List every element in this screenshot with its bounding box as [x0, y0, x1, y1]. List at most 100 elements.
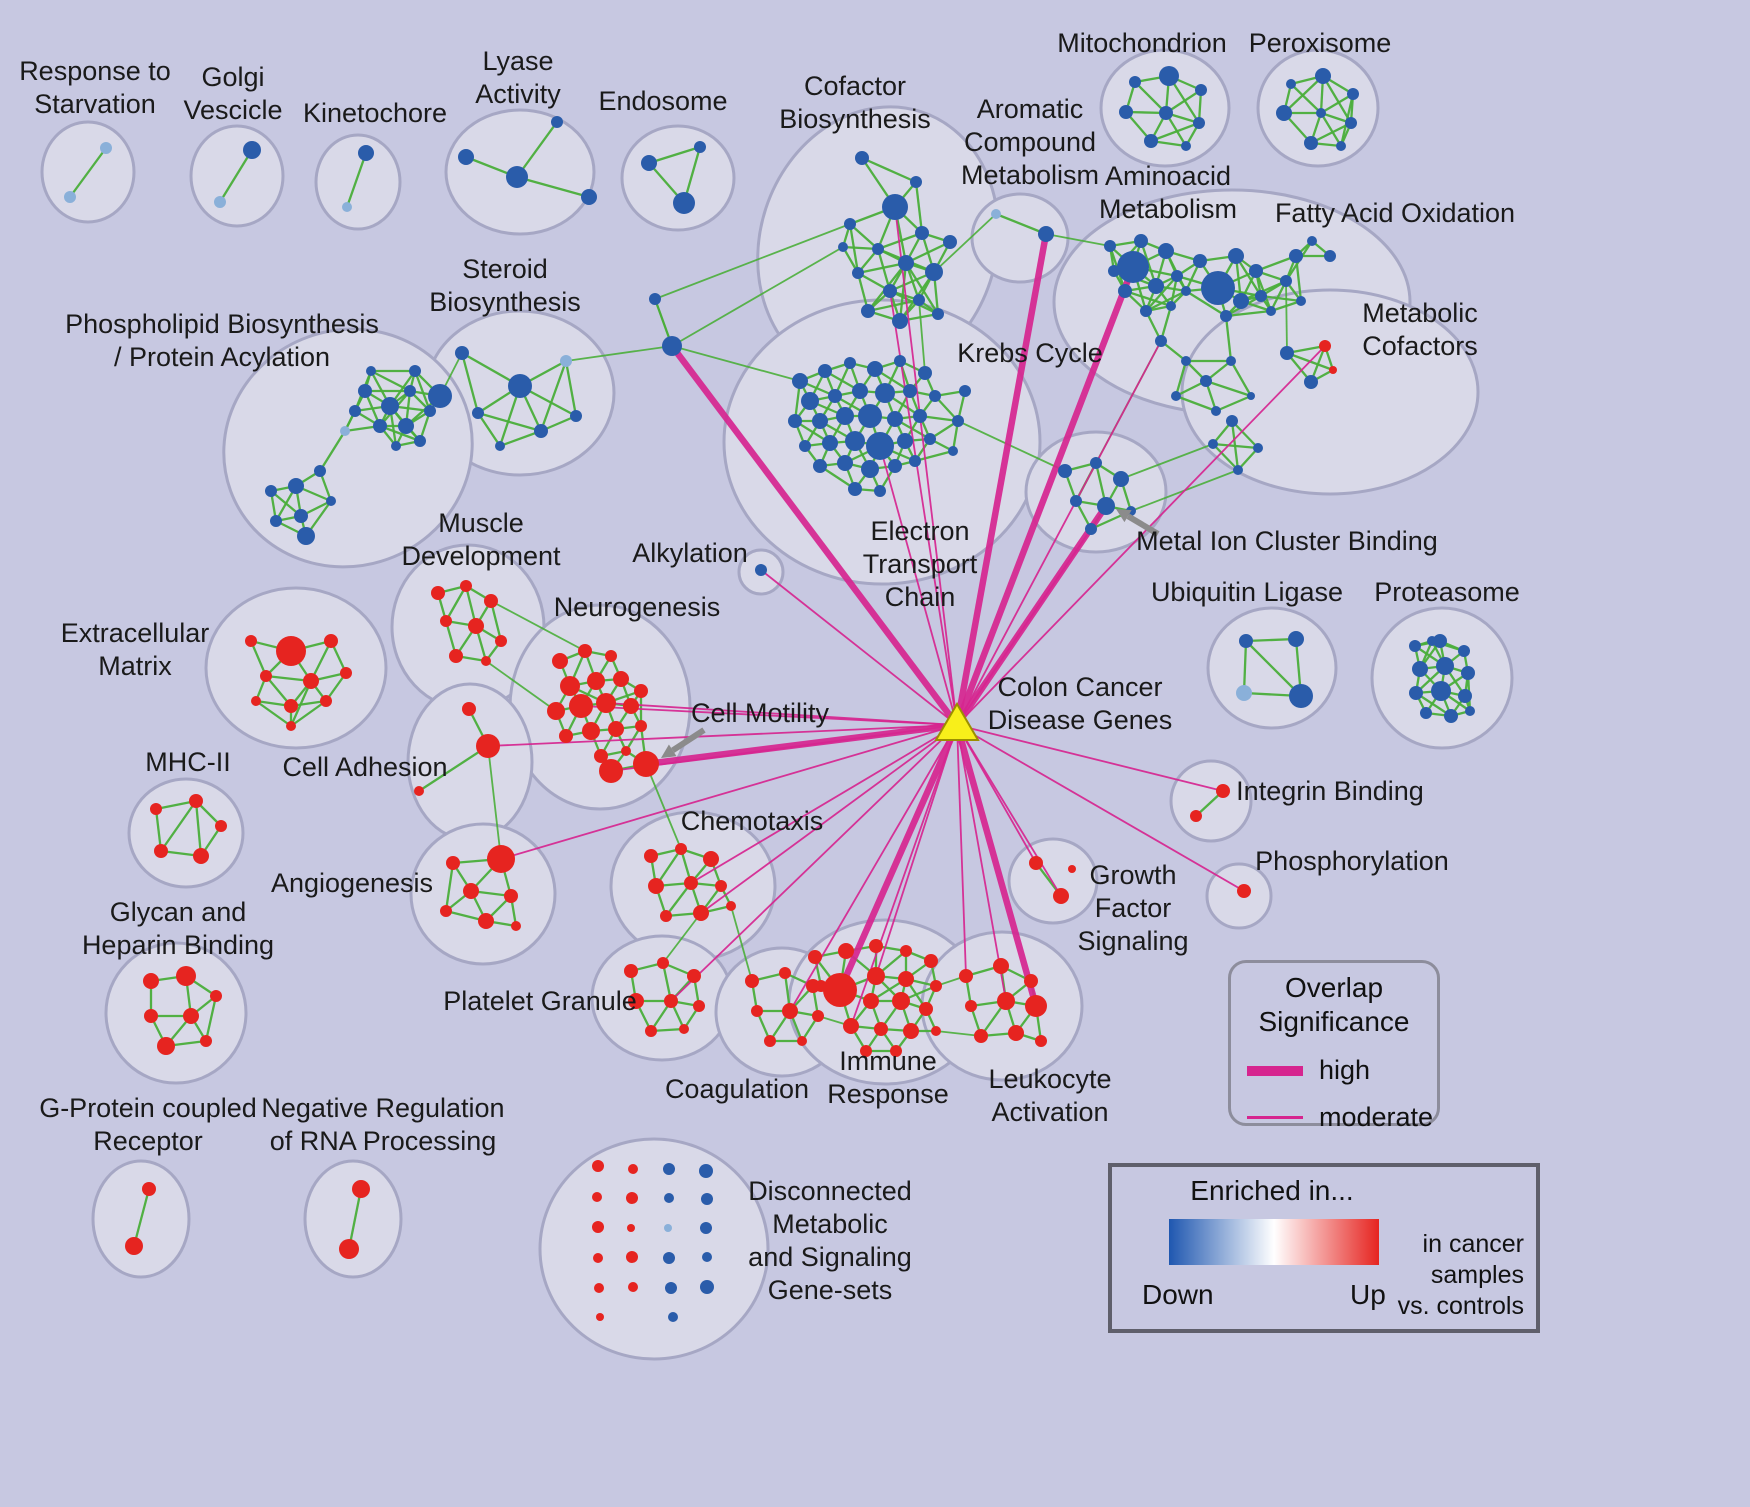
enriched-legend-title: Enriched in... — [1190, 1175, 1354, 1206]
node-electron-transport-chain-25 — [837, 455, 853, 471]
node-growth-factor-signaling-1 — [1053, 888, 1069, 904]
green-edge-cofactor-biosynthesis — [877, 231, 923, 251]
node-electron-transport-chain-4 — [894, 355, 906, 367]
node-immune-response-12 — [919, 1002, 933, 1016]
node-phospholipid-protein-acylation-17 — [326, 496, 336, 506]
node-proteasome-0 — [1409, 640, 1421, 652]
green-edge-metabolic-cofactors — [1212, 443, 1239, 471]
green-edge-aminoacid-fatty-acid — [1175, 394, 1217, 413]
node-disconnected-gene-sets-13 — [664, 1193, 674, 1203]
green-edge-peroxisome — [1322, 75, 1352, 124]
node-platelet-granule-0 — [624, 964, 638, 978]
label-proteasome: Proteasome — [1374, 577, 1520, 607]
green-edge-intercluster — [485, 660, 557, 712]
node-electron-transport-chain-31 — [952, 415, 964, 427]
node-phospholipid-protein-acylation-12 — [340, 426, 350, 436]
node-lyase-activity-3 — [581, 189, 597, 205]
node-extracellular-matrix-0 — [245, 635, 257, 647]
node-aminoacid-fatty-acid-0 — [1117, 251, 1149, 283]
magenta-edge-moderate — [760, 569, 958, 726]
magenta-edge-moderate — [875, 724, 958, 977]
node-aminoacid-fatty-acid-30 — [1247, 392, 1255, 400]
node-angiogenesis-1 — [487, 845, 515, 873]
node-extracellular-matrix-6 — [251, 696, 261, 706]
label-metal-ion-cluster-binding: Metal Ion Cluster Binding — [1136, 526, 1438, 556]
green-edge-steroid-biosynthesis — [460, 352, 480, 414]
node-aminoacid-fatty-acid-22 — [1324, 250, 1336, 262]
node-electron-transport-chain-6 — [801, 392, 819, 410]
node-immune-response-15 — [903, 1023, 919, 1039]
node-mhc-ii-3 — [154, 844, 168, 858]
node-metabolic-cofactors-7 — [1233, 465, 1243, 475]
green-edge-steroid-biosynthesis — [564, 360, 578, 417]
label-neurogenesis: Neurogenesis — [554, 592, 721, 622]
node-muscle-development-3 — [440, 615, 452, 627]
node-leukocyte-activation-4 — [997, 992, 1015, 1010]
legend-overlap-significance: Overlap Significance high moderate — [1228, 960, 1440, 1132]
node-electron-transport-chain-10 — [903, 384, 917, 398]
node-disconnected-gene-sets-17 — [663, 1252, 675, 1264]
node-mhc-ii-1 — [189, 794, 203, 808]
magenta-edge-moderate — [690, 724, 958, 884]
node-muscle-development-4 — [468, 618, 484, 634]
node-platelet-granule-3 — [628, 993, 644, 1009]
node-neurogenesis-8 — [569, 694, 593, 718]
magenta-edge-moderate — [879, 445, 958, 726]
node-disconnected-gene-sets-21 — [668, 1312, 678, 1322]
node-phospholipid-protein-acylation-10 — [366, 366, 376, 376]
node-steroid-biosynthesis-2 — [472, 407, 484, 419]
node-chemotaxis-0 — [644, 849, 658, 863]
node-endosome-2 — [673, 192, 695, 214]
cluster-ellipse-peroxisome — [1256, 48, 1380, 168]
green-edge-muscle-development — [445, 585, 467, 622]
node-neurogenesis-9 — [596, 693, 616, 713]
green-edge-steroid-biosynthesis — [477, 412, 501, 447]
node-electron-transport-chain-29 — [848, 482, 862, 496]
node-aminoacid-fatty-acid-3 — [1158, 243, 1174, 259]
node-proteasome-12 — [1427, 636, 1437, 646]
label-peroxisome: Peroxisome — [1249, 28, 1392, 58]
node-proteasome-11 — [1465, 706, 1475, 716]
node-disconnected-gene-sets-12 — [699, 1164, 713, 1178]
green-edge-mitochondrion — [1150, 121, 1200, 143]
node-steroid-biosynthesis-1 — [508, 374, 532, 398]
node-electron-transport-chain-14 — [836, 407, 854, 425]
green-edge-intercluster — [654, 223, 851, 300]
green-edge-phospholipid-protein-acylation — [413, 370, 432, 412]
node-cell-adhesion-2 — [414, 786, 424, 796]
node-aminoacid-fatty-acid-29 — [1211, 406, 1221, 416]
cluster-ellipse-negative-regulation-rna-processing — [303, 1159, 403, 1279]
node-mitochondrion-0 — [1129, 76, 1141, 88]
label-phospholipid-protein-acylation: Phospholipid Biosynthesis/ Protein Acyla… — [65, 309, 379, 372]
node-disconnected-gene-sets-8 — [594, 1283, 604, 1293]
node-immune-response-13 — [843, 1018, 859, 1034]
node-proteasome-4 — [1436, 657, 1454, 675]
node-disconnected-gene-sets-5 — [627, 1224, 635, 1232]
magenta-edge-moderate — [956, 724, 1245, 892]
node-golgi-vescicle-1 — [243, 141, 261, 159]
magenta-edge-moderate — [956, 340, 1162, 726]
node-golgi-vescicle-0 — [214, 196, 226, 208]
green-edge-steroid-biosynthesis — [539, 360, 568, 432]
node-coagulation-7 — [797, 1036, 807, 1046]
green-edge-aminoacid-fatty-acid — [1185, 290, 1227, 317]
node-proteasome-10 — [1444, 709, 1458, 723]
node-immune-response-5 — [924, 954, 938, 968]
node-neurogenesis-11 — [559, 729, 573, 743]
green-edge-phospholipid-protein-acylation — [379, 424, 421, 443]
node-immune-response-2 — [838, 943, 854, 959]
green-edge-intercluster — [1120, 443, 1214, 480]
node-aromatic-compound-metabolism-0 — [991, 209, 1001, 219]
node-electron-transport-chain-9 — [875, 383, 895, 403]
node-leukocyte-activation-3 — [965, 1000, 977, 1012]
node-electron-transport-chain-28 — [909, 455, 921, 467]
node-coagulation-6 — [764, 1035, 776, 1047]
node-aminoacid-fatty-acid-21 — [1296, 296, 1306, 306]
green-edge-intercluster — [935, 1030, 982, 1037]
green-edge-golgi-vescicle — [219, 149, 253, 203]
node-peroxisome-5 — [1345, 117, 1357, 129]
green-edge-aminoacid-fatty-acid — [1174, 360, 1188, 397]
